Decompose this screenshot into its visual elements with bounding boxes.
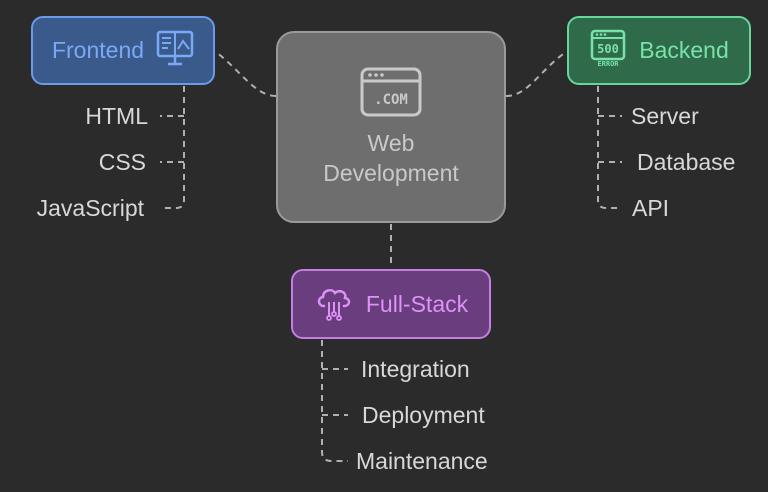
svg-text:.COM: .COM <box>374 92 408 108</box>
frontend-title: Frontend <box>51 37 145 63</box>
svg-text:500: 500 <box>597 42 619 56</box>
cloud-circuit-icon <box>314 282 354 327</box>
svg-text:ERROR: ERROR <box>598 60 620 68</box>
backend-node: 500 ERROR Backend <box>567 16 751 85</box>
backend-title: Backend <box>639 37 729 63</box>
frontend-item-javascript: JavaScript <box>36 195 144 221</box>
backend-item-database: Database <box>637 149 736 175</box>
server-error-500-icon: 500 ERROR <box>589 28 627 73</box>
connector-center-frontend <box>215 51 277 97</box>
fullstack-item-integration: Integration <box>361 356 470 382</box>
frontend-item-css: CSS <box>98 149 146 175</box>
backend-tree-trunk <box>597 86 622 209</box>
frontend-item-html: HTML <box>85 103 148 129</box>
frontend-tree-trunk <box>160 86 185 209</box>
fullstack-title: Full-Stack <box>365 290 469 317</box>
web-development-title-line: Web <box>367 129 415 156</box>
fullstack-node: Full-Stack <box>291 269 491 339</box>
backend-item-server: Server <box>631 103 699 129</box>
fullstack-item-deployment: Deployment <box>362 402 485 428</box>
backend-item-api: API <box>632 195 670 221</box>
fullstack-item-maintenance: Maintenance <box>356 448 488 474</box>
browser-window-com-icon: .COM <box>360 67 422 122</box>
connector-center-backend <box>505 51 567 97</box>
web-development-title-line: Development <box>323 159 459 186</box>
frontend-node: Frontend <box>31 16 215 85</box>
ui-layout-icon <box>156 29 194 72</box>
fullstack-tree-trunk <box>321 340 348 462</box>
